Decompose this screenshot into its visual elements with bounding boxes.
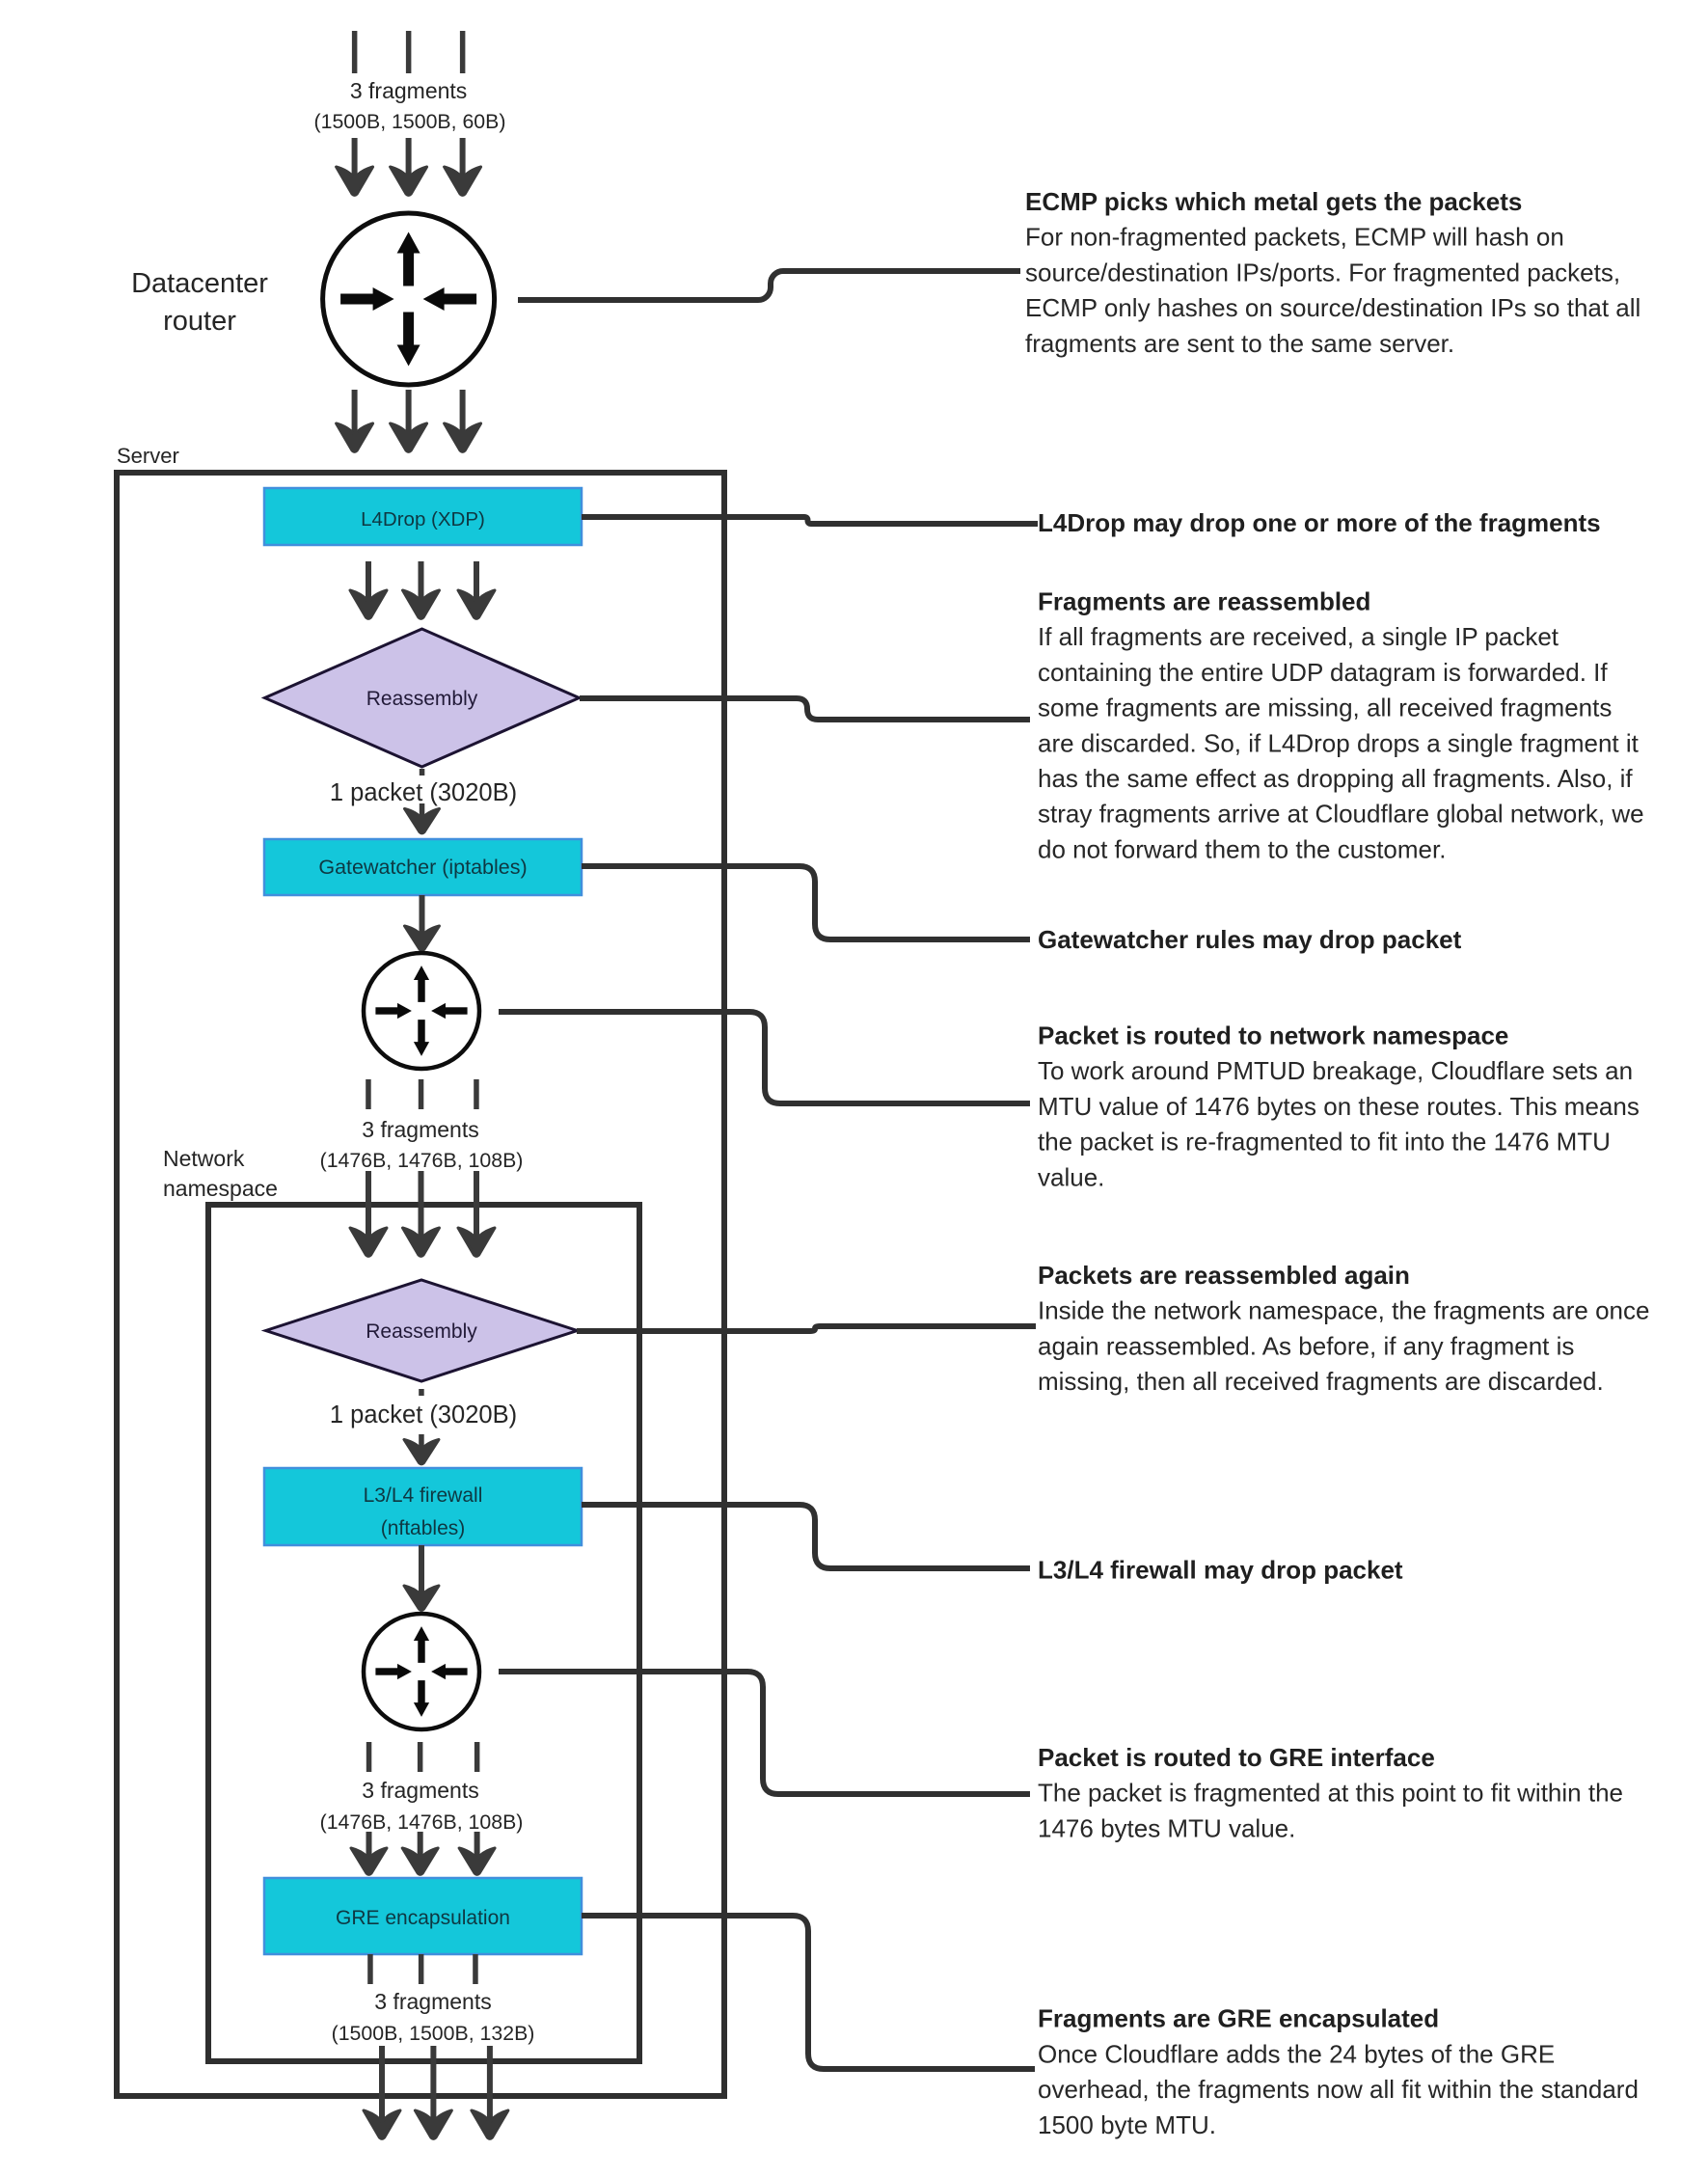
svg-text:3 fragments: 3 fragments [350,78,467,103]
svg-text:containing the entire UDP data: containing the entire UDP datagram is fo… [1038,658,1608,687]
svg-text:ECMP picks which metal gets th: ECMP picks which metal gets the packets [1025,187,1522,216]
svg-text:source/destination IPs/ports.: source/destination IPs/ports. For fragme… [1025,258,1620,286]
svg-text:3 fragments: 3 fragments [362,1778,478,1803]
svg-text:If all fragments are received,: If all fragments are received, a single … [1038,622,1559,651]
svg-text:L4Drop may drop one or more of: L4Drop may drop one or more of the fragm… [1038,508,1601,537]
svg-text:do not forward them to the cus: do not forward them to the customer. [1038,834,1446,863]
svg-text:3 fragments: 3 fragments [362,1117,478,1142]
svg-text:Reassembly: Reassembly [366,688,478,710]
svg-text:Inside the network namespace,: Inside the network namespace, the fragme… [1038,1296,1649,1325]
svg-text:Gatewatcher rules may drop pac: Gatewatcher rules may drop packet [1038,925,1462,954]
svg-text:namespace: namespace [163,1176,278,1201]
svg-text:1 packet (3020B): 1 packet (3020B) [330,779,517,806]
svg-text:3 fragments: 3 fragments [374,1989,491,2014]
svg-text:Fragments are reassembled: Fragments are reassembled [1038,587,1370,616]
svg-text:Packet is routed to network na: Packet is routed to network namespace [1038,1021,1508,1050]
svg-text:Once Cloudflare adds the 24 by: Once Cloudflare adds the 24 bytes of the… [1038,2039,1555,2068]
svg-text:overhead, the fragments now al: overhead, the fragments now all fit with… [1038,2075,1639,2104]
svg-text:(nftables): (nftables) [381,1517,466,1539]
svg-text:are discarded. So, if L4Drop d: are discarded. So, if L4Drop drops a sin… [1038,728,1640,757]
svg-text:fragments are sent to the same: fragments are sent to the same server. [1025,329,1454,358]
svg-text:ECMP only hashes on source/des: ECMP only hashes on source/destination I… [1025,293,1640,322]
svg-text:value.: value. [1038,1162,1104,1191]
svg-text:Packet is routed to GRE interf: Packet is routed to GRE interface [1038,1743,1435,1772]
svg-text:MTU value of 1476 bytes on the: MTU value of 1476 bytes on these routes.… [1038,1092,1640,1121]
svg-text:1476 bytes MTU value.: 1476 bytes MTU value. [1038,1813,1295,1842]
svg-text:Fragments are GRE encapsulated: Fragments are GRE encapsulated [1038,2004,1439,2033]
svg-text:again reassembled. As before,: again reassembled. As before, if any fra… [1038,1331,1574,1360]
svg-text:(1500B, 1500B, 60B): (1500B, 1500B, 60B) [314,110,506,133]
svg-text:GRE encapsulation: GRE encapsulation [336,1907,510,1929]
svg-text:Packets are reassembled again: Packets are reassembled again [1038,1261,1410,1290]
svg-text:the packet is re-fragmented to: the packet is re-fragmented to fit into … [1038,1128,1611,1157]
svg-text:Datacenter: Datacenter [131,268,268,299]
svg-text:has the same effect as droppin: has the same effect as dropping all frag… [1038,764,1633,793]
svg-text:Server: Server [117,444,179,468]
svg-text:1 packet (3020B): 1 packet (3020B) [330,1401,517,1429]
svg-text:(1476B, 1476B, 108B): (1476B, 1476B, 108B) [320,1149,524,1172]
svg-text:missing, then all received fra: missing, then all received fragments are… [1038,1367,1604,1396]
svg-text:stray fragments arrive at Clou: stray fragments arrive at Cloudflare glo… [1038,800,1644,829]
svg-text:For non-fragmented packets, EC: For non-fragmented packets, ECMP will ha… [1025,223,1564,252]
svg-text:L3/L4 firewall may drop packet: L3/L4 firewall may drop packet [1038,1556,1403,1585]
svg-text:The packet is fragmented at th: The packet is fragmented at this point t… [1038,1779,1623,1808]
svg-text:To work around PMTUD breakage,: To work around PMTUD breakage, Cloudflar… [1038,1056,1633,1085]
svg-text:(1476B, 1476B, 108B): (1476B, 1476B, 108B) [320,1810,524,1834]
svg-text:(1500B, 1500B, 132B): (1500B, 1500B, 132B) [332,2022,535,2045]
svg-text:some fragments are missing, al: some fragments are missing, all received… [1038,694,1612,722]
svg-text:Gatewatcher (iptables): Gatewatcher (iptables) [318,856,527,879]
svg-text:L4Drop (XDP): L4Drop (XDP) [361,508,485,531]
svg-text:1500 byte MTU.: 1500 byte MTU. [1038,2110,1216,2139]
svg-text:router: router [163,306,236,337]
svg-text:Reassembly: Reassembly [366,1320,477,1343]
svg-text:L3/L4 firewall: L3/L4 firewall [364,1484,483,1507]
svg-text:Network: Network [163,1146,245,1171]
